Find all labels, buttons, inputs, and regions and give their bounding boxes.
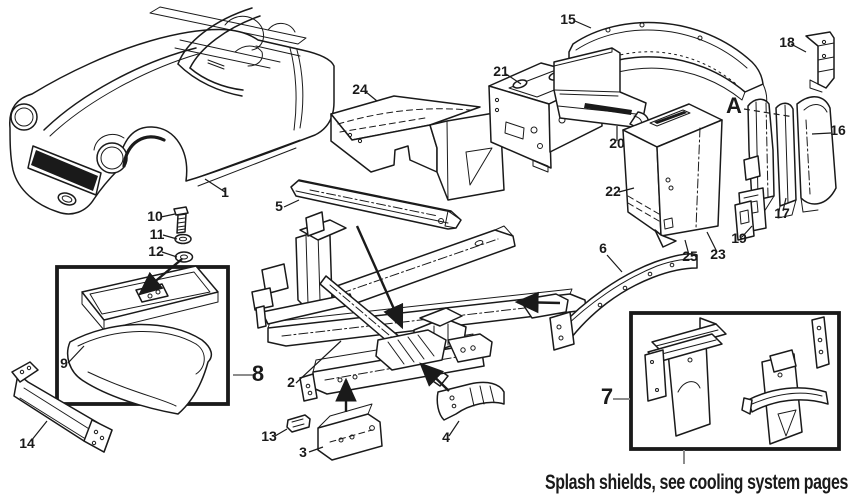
a-post-dashed-leader [743,108,795,118]
part-label-17: 17 [774,205,790,221]
part-label-11: 11 [150,226,165,242]
part-label-18: 18 [779,34,795,50]
part-label-15: 15 [560,11,576,27]
part-label-1: 1 [221,184,229,200]
part-label-21: 21 [493,63,509,79]
part-label-3: 3 [299,444,307,460]
part-label-9: 9 [60,355,68,371]
footwell-box [622,103,723,248]
part-label-24: 24 [352,81,368,97]
group-leaders [233,374,685,464]
part-label-4: 4 [442,429,450,445]
washer-icon [174,251,194,263]
assembly-arrows [138,225,561,412]
fastener-set [173,206,194,263]
small-clip [286,414,311,433]
part-label-23: 23 [710,246,726,262]
part-label-7: 7 [601,384,613,409]
part-label-19: 19 [731,230,747,246]
bolt-icon [173,206,189,216]
label-leaders [30,20,832,464]
top-bracket [805,31,835,93]
mount-bracket [317,403,383,461]
channel-bracket [11,361,113,453]
part-label-13: 13 [261,428,277,444]
group-box-7 [629,311,841,451]
shelf-tray [553,47,650,131]
part-label-2: 2 [287,374,295,390]
nut-icon [174,233,192,245]
splash-shield-caption: Splash shields, see cooling system pages [545,471,848,494]
part-label-14: 14 [19,435,35,451]
group-box-8 [55,265,230,415]
gusset-plate [436,381,505,421]
front-extension-rail [549,253,698,351]
part-label-10: 10 [147,208,163,224]
part-label-25: 25 [682,248,698,264]
car-body-shell [9,6,335,215]
group-7-frame [629,311,841,451]
part-label-12: 12 [148,243,164,259]
part-labels: 1234567891011121314151617181920212223242… [19,11,846,460]
part-label-6: 6 [599,240,607,256]
part-label-22: 22 [605,183,621,199]
part-label-8: 8 [252,361,264,386]
a-post-panels [734,96,837,241]
part-label-A: A [726,93,742,118]
part-label-16: 16 [830,122,846,138]
part-label-20: 20 [609,135,625,151]
part-label-5: 5 [275,198,283,214]
sill-rail [290,179,462,230]
footwell-side-panel [330,95,505,201]
